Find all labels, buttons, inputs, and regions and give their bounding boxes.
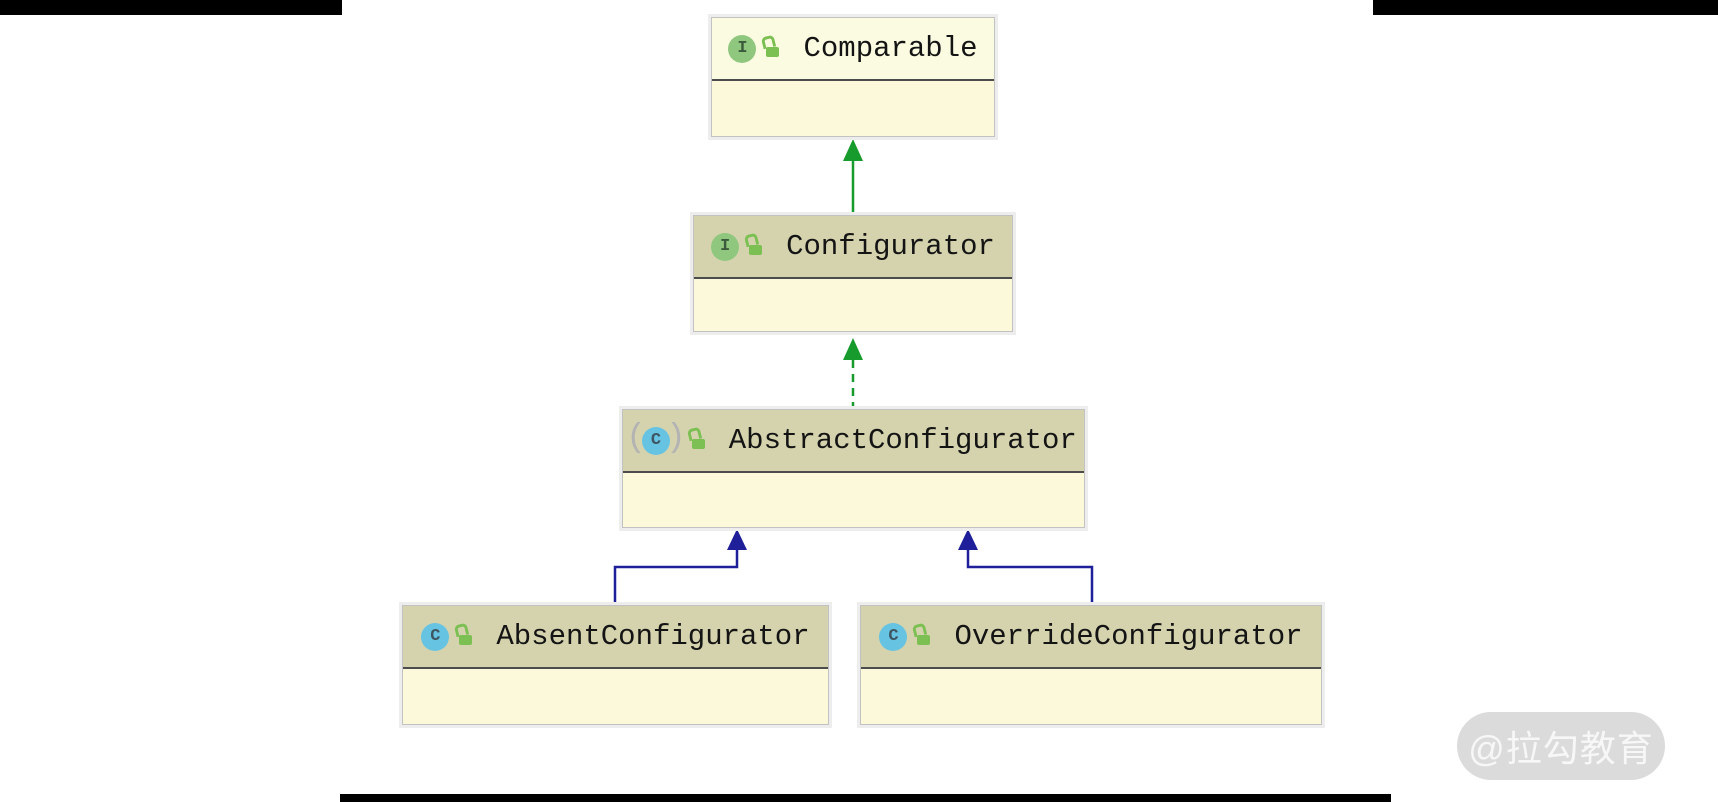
class-name: Comparable (803, 32, 978, 65)
edge-abstractconfigurator-implements-configurator (843, 338, 863, 408)
class-name: AbstractConfigurator (728, 424, 1077, 457)
node-header: C AbsentConfigurator (403, 606, 828, 669)
open-lock-icon (764, 41, 780, 57)
class-name: Configurator (786, 230, 995, 263)
top-right-black-bar (1373, 0, 1718, 15)
open-lock-icon (690, 433, 706, 449)
class-node-absentconfigurator[interactable]: C AbsentConfigurator (402, 605, 829, 725)
node-header: I Comparable (712, 18, 994, 81)
members-compartment (403, 669, 828, 724)
bottom-black-bar (340, 794, 1391, 802)
open-lock-icon (915, 629, 931, 645)
members-compartment (712, 81, 994, 136)
members-compartment (623, 473, 1084, 527)
members-compartment (694, 279, 1012, 331)
interface-icon: I (711, 232, 740, 261)
node-header: C OverrideConfigurator (861, 606, 1321, 669)
edge-overrideconfigurator-extends-abstractconfigurator (958, 529, 1094, 604)
class-icon: C (641, 426, 670, 455)
interface-icon: I (728, 34, 757, 63)
extends-arrowhead-icon (958, 529, 978, 550)
class-node-overrideconfigurator[interactable]: C OverrideConfigurator (860, 605, 1322, 725)
extends-arrowhead-icon (843, 139, 863, 161)
abstract-paren-left-icon: ( (626, 418, 646, 456)
class-node-comparable[interactable]: I Comparable (711, 17, 995, 137)
class-name: OverrideConfigurator (954, 620, 1303, 653)
node-header: I Configurator (694, 216, 1012, 279)
abstract-paren-right-icon: ) (665, 418, 686, 456)
class-name: AbsentConfigurator (496, 620, 810, 653)
watermark-badge: @拉勾教育 (1457, 712, 1665, 780)
open-lock-icon (747, 239, 763, 255)
top-left-black-bar (0, 0, 342, 15)
class-node-configurator[interactable]: I Configurator (693, 215, 1013, 332)
edge-configurator-extends-comparable (843, 139, 863, 214)
class-icon: C (421, 622, 450, 651)
extends-arrowhead-icon (727, 529, 747, 550)
implements-arrowhead-icon (843, 338, 863, 360)
node-header: ( C ) AbstractConfigurator (623, 410, 1084, 473)
class-icon: C (879, 622, 908, 651)
edge-absentconfigurator-extends-abstractconfigurator (613, 529, 747, 604)
class-node-abstractconfigurator[interactable]: ( C ) AbstractConfigurator (622, 409, 1085, 528)
open-lock-icon (457, 629, 473, 645)
members-compartment (861, 669, 1321, 724)
